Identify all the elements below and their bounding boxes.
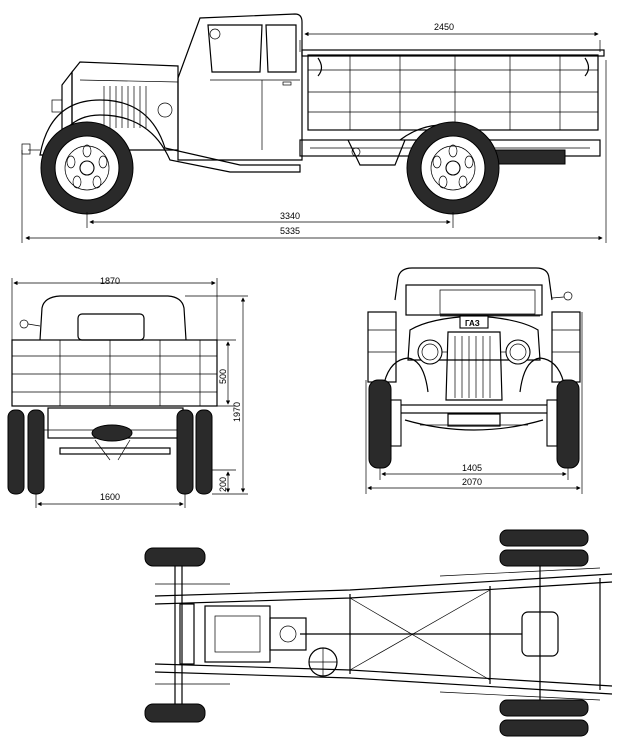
top-chassis-view: [144, 529, 613, 737]
dim-cargo-bed-length: 2450: [434, 22, 454, 32]
dim-ground-clearance: 200: [218, 477, 228, 492]
dim-overall-width: 2070: [462, 477, 482, 487]
rear-cargo-bed: [11, 339, 218, 407]
dim-overall-width-top: 1870: [100, 276, 120, 286]
dim-wheelbase: 3340: [280, 211, 300, 221]
front-headlights: [417, 339, 531, 365]
side-front-wheel: [40, 121, 134, 215]
dim-overall-height: 1970: [232, 402, 242, 422]
rear-view: 1870 1600 500 1970 200: [7, 276, 248, 508]
front-dimensions: 1405 2070: [365, 312, 583, 494]
side-cargo-bed: [301, 49, 605, 131]
side-cab: [177, 13, 303, 161]
front-grille: ГАЗ: [445, 315, 503, 401]
side-rear-wheel: [406, 121, 500, 215]
rear-dimensions: 1870 1600 500 1970 200: [11, 276, 248, 508]
dim-track-front: 1405: [462, 463, 482, 473]
dim-track-rear: 1600: [100, 492, 120, 502]
dim-overall-length: 5335: [280, 226, 300, 236]
grille-badge: ГАЗ: [465, 319, 480, 328]
side-dimensions: 2450 3340 5335: [21, 22, 607, 243]
front-wheels: [368, 379, 580, 469]
side-view: 2450 3340 5335: [21, 13, 607, 243]
front-view: ГАЗ 1405: [365, 267, 583, 494]
rear-wheels: [7, 409, 213, 495]
dim-bed-side-height: 500: [218, 369, 228, 384]
